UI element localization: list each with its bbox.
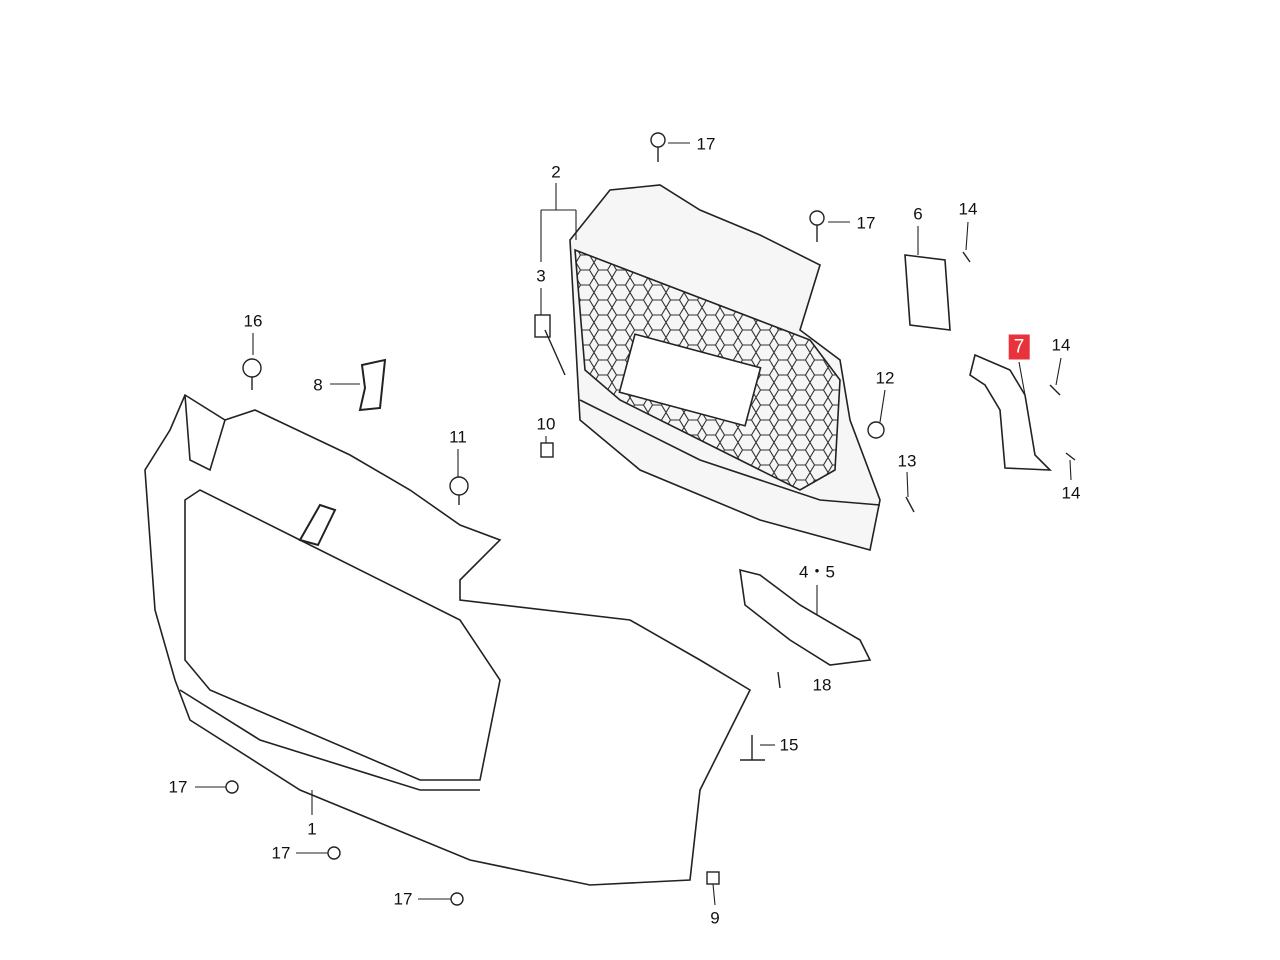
callout-10: 10 [536, 414, 556, 434]
callout-4-5: 4・5 [799, 562, 835, 582]
callout-7-highlighted: 7 [1008, 334, 1030, 360]
leader-lines [195, 142, 1072, 906]
callout-16: 16 [243, 311, 263, 331]
callout-15: 15 [779, 735, 799, 755]
callout-14: 14 [1061, 483, 1081, 503]
callout-13: 13 [897, 451, 917, 471]
callout-12: 12 [875, 368, 895, 388]
callout-3: 3 [536, 266, 546, 286]
callout-18: 18 [812, 675, 832, 695]
callout-17: 17 [168, 777, 188, 797]
callout-11: 11 [449, 427, 467, 447]
emblem [358, 358, 387, 412]
bumper-cover [144, 393, 752, 886]
callout-6: 6 [913, 204, 923, 224]
bumper-bracket [739, 568, 872, 666]
callout-1: 1 [307, 819, 317, 839]
callout-8: 8 [313, 375, 323, 395]
bracket-6 [904, 254, 951, 331]
callout-17: 17 [696, 134, 716, 154]
callout-9: 9 [710, 908, 720, 928]
callout-17: 17 [271, 843, 291, 863]
front-grille [569, 184, 881, 551]
callout-17: 17 [393, 889, 413, 909]
bracket-7 [969, 353, 1053, 471]
callout-14: 14 [958, 199, 978, 219]
callout-17: 17 [856, 213, 876, 233]
callout-14: 14 [1051, 335, 1071, 355]
callout-2: 2 [551, 162, 561, 182]
